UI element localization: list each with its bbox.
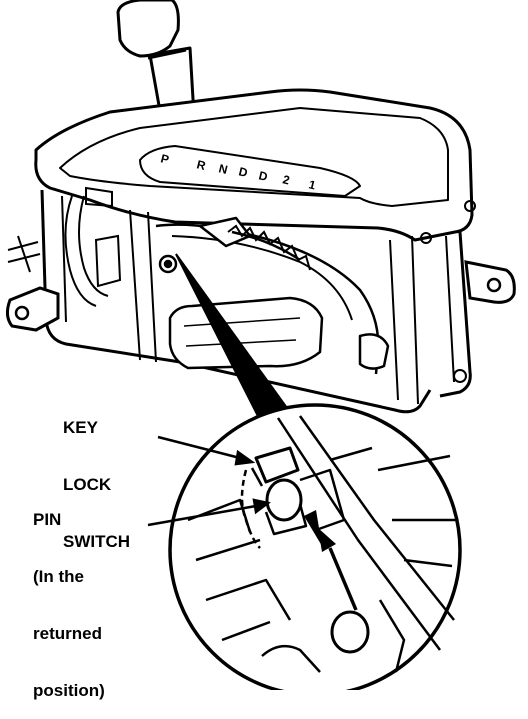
label-line: LOCK <box>63 475 112 494</box>
gear-letter: D <box>257 168 269 184</box>
label-line: PIN <box>33 510 62 529</box>
gear-indicator: P R N D D 2 1 <box>159 151 317 192</box>
gear-letter: D <box>237 164 249 180</box>
detail-view <box>168 403 462 690</box>
left-wiring <box>7 186 122 307</box>
label-line: returned <box>33 624 102 643</box>
right-fasteners <box>420 200 476 383</box>
gear-letter: P <box>159 151 170 167</box>
left-mount-bracket <box>5 286 60 332</box>
label-line: position) <box>33 681 105 700</box>
gear-letter: 1 <box>307 177 317 192</box>
label-line: (In the <box>33 567 84 586</box>
console-housing <box>34 88 474 242</box>
pin-label: PIN (In the returned position) <box>33 472 105 719</box>
gear-letter: 2 <box>281 172 291 187</box>
gear-letter: R <box>195 157 207 173</box>
right-mount-bracket <box>464 260 516 304</box>
leader-lines <box>147 435 271 527</box>
detent-plate <box>227 224 311 271</box>
label-line: KEY <box>63 418 98 437</box>
gear-letter: N <box>217 161 229 177</box>
shift-lever-diagram: P R N D D 2 1 <box>5 0 516 690</box>
label-line: SWITCH <box>63 532 131 551</box>
key-lock-switch-label: KEY LOCK SWITCH <box>63 380 130 570</box>
